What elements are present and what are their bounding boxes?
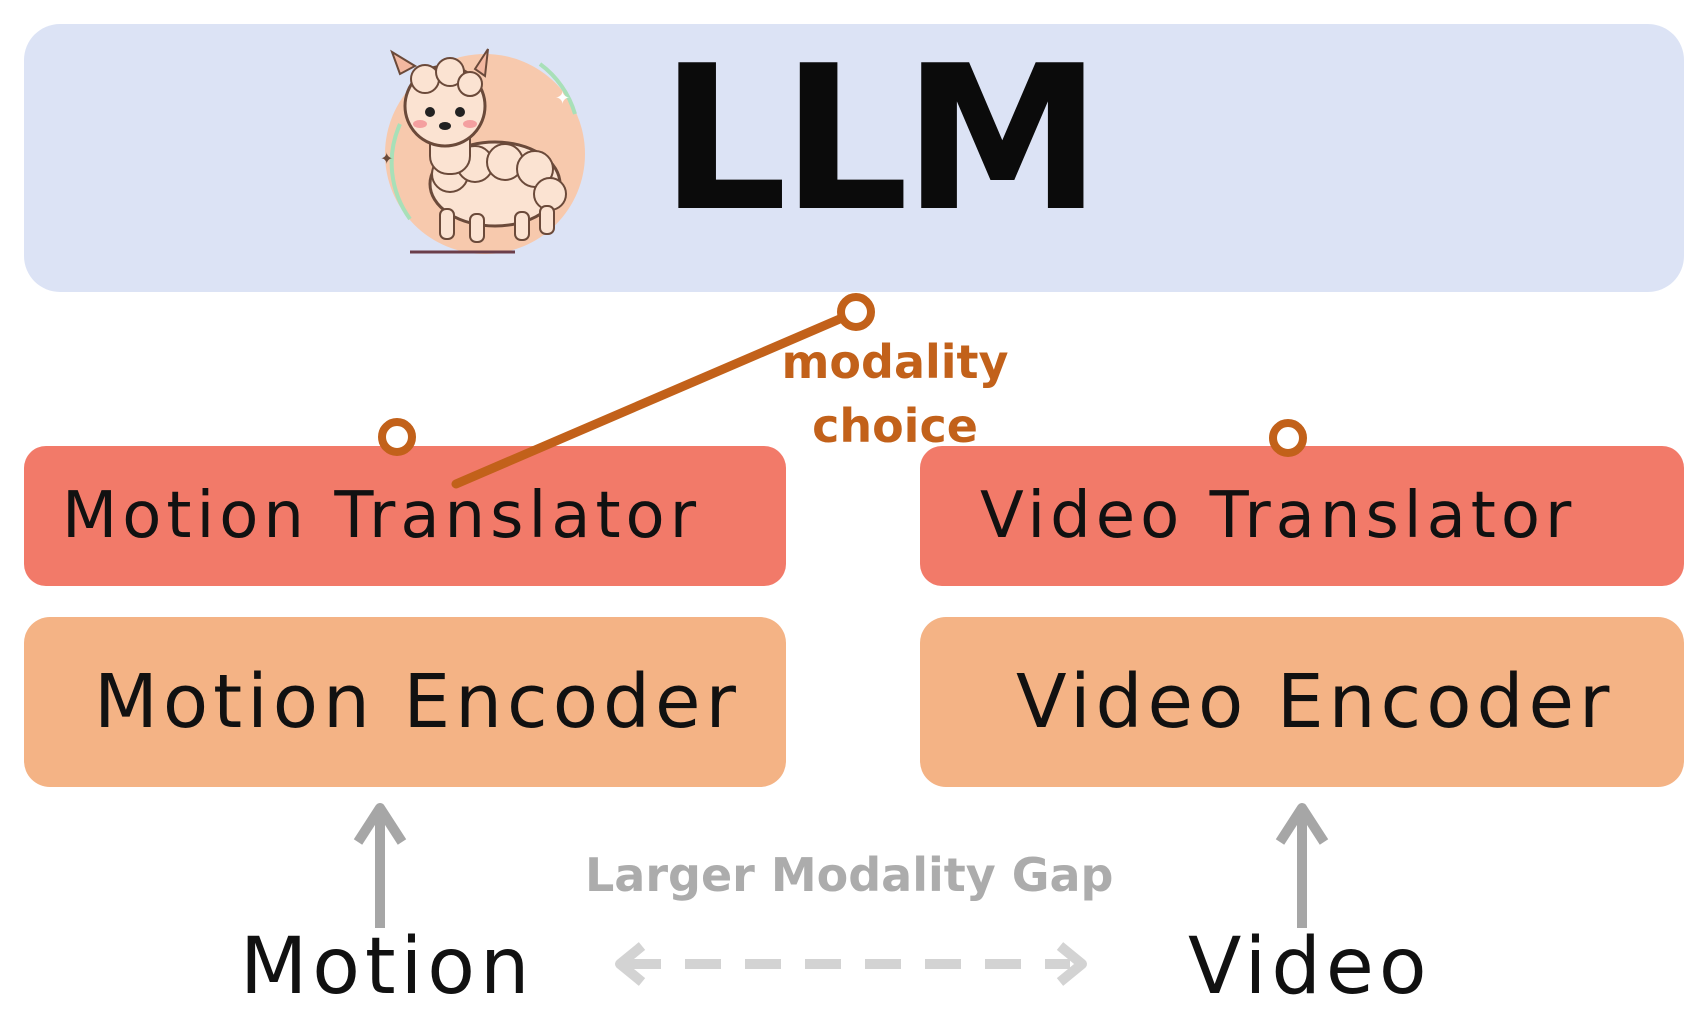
motion-encoder-box: Motion Encoder: [24, 617, 786, 787]
video-input-arrow: [1275, 803, 1329, 928]
video-switch-terminal: [1269, 419, 1307, 457]
video-translator-box: Video Translator: [920, 446, 1684, 586]
llm-title: LLM: [660, 23, 1102, 256]
motion-encoder-label: Motion Encoder: [94, 659, 741, 745]
svg-text:✦: ✦: [380, 149, 393, 168]
modality-gap-arrow: [615, 942, 1087, 986]
modality-choice-label: modality choice: [770, 330, 1020, 458]
svg-text:✦: ✦: [555, 88, 570, 109]
video-encoder-box: Video Encoder: [920, 617, 1684, 787]
modality-switch-lever: [451, 307, 861, 489]
video-translator-label: Video Translator: [980, 479, 1577, 553]
motion-input-label: Motion: [240, 922, 535, 1012]
motion-input-arrow: [353, 803, 407, 928]
llm-block: [24, 24, 1684, 292]
llm-switch-terminal: [837, 293, 875, 331]
modality-gap-label: Larger Modality Gap: [585, 848, 1114, 902]
video-input-label: Video: [1188, 922, 1432, 1012]
modality-choice-line2: choice: [812, 399, 978, 453]
motion-translator-label: Motion Translator: [62, 479, 701, 553]
llama-mascot-icon: ✦ ✦: [380, 48, 585, 254]
motion-switch-terminal: [378, 418, 416, 456]
motion-translator-box: Motion Translator: [24, 446, 786, 586]
video-encoder-label: Video Encoder: [1016, 659, 1615, 745]
modality-choice-line1: modality: [781, 335, 1009, 389]
